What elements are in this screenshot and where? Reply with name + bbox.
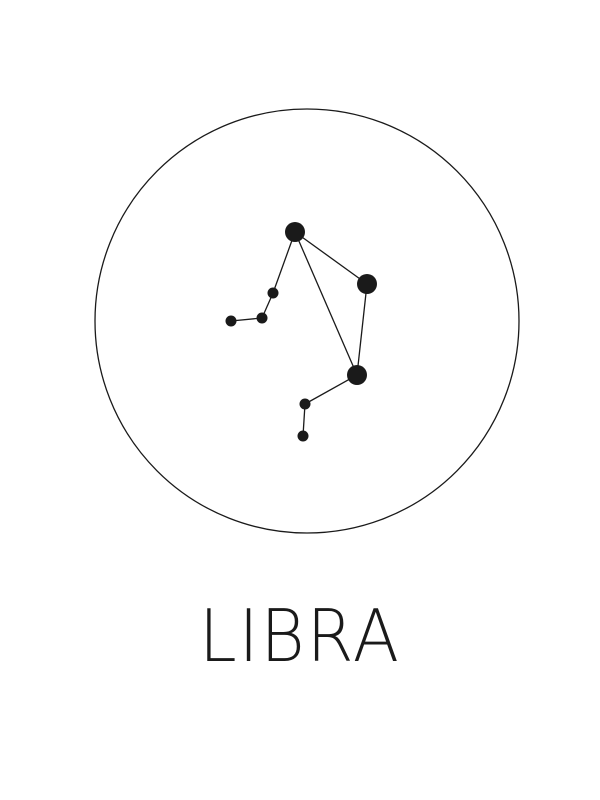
constellation-line — [272, 231, 296, 294]
star — [267, 287, 279, 299]
star — [297, 430, 309, 442]
constellation-lines — [230, 231, 368, 437]
constellation-stars — [225, 222, 377, 442]
frame-circle — [94, 108, 520, 534]
constellation-line — [356, 283, 368, 376]
star — [347, 365, 367, 385]
libra-constellation — [225, 222, 377, 442]
star — [256, 312, 268, 324]
star — [285, 222, 305, 242]
star — [299, 398, 311, 410]
constellation-line — [294, 231, 358, 376]
constellation-line — [294, 231, 368, 285]
star — [225, 315, 237, 327]
zodiac-title: LIBRA — [199, 594, 401, 678]
star — [357, 274, 377, 294]
